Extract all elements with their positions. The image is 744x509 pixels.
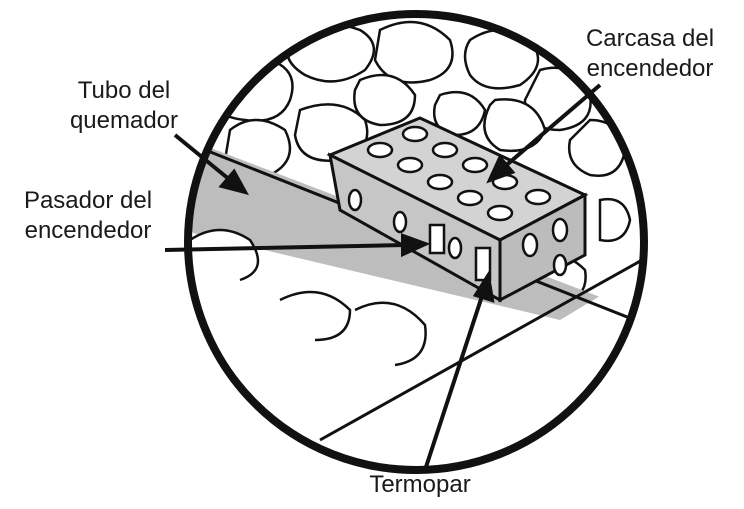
label-igniter-pin-line1: Pasador del [23,187,153,214]
label-burner-tube-line1: Tubo del [77,77,171,104]
igniter-housing-shape [326,116,589,303]
label-thermocouple-line1: Termopar [369,471,471,498]
detail-circle [184,10,648,474]
label-igniter-pin-line2: encendedor [24,217,152,244]
label-igniter-pin: Pasador del encendedor [0,186,176,246]
label-igniter-housing-line2: encendedor [586,55,714,82]
label-igniter-housing-line1: Carcasa del [585,25,715,52]
label-burner-tube-line2: quemador [69,107,179,134]
label-thermocouple: Termopar [340,470,500,500]
label-burner-tube: Tubo del quemador [44,76,204,136]
label-igniter-housing: Carcasa del encendedor [560,24,740,84]
callout-arrows [164,83,602,471]
